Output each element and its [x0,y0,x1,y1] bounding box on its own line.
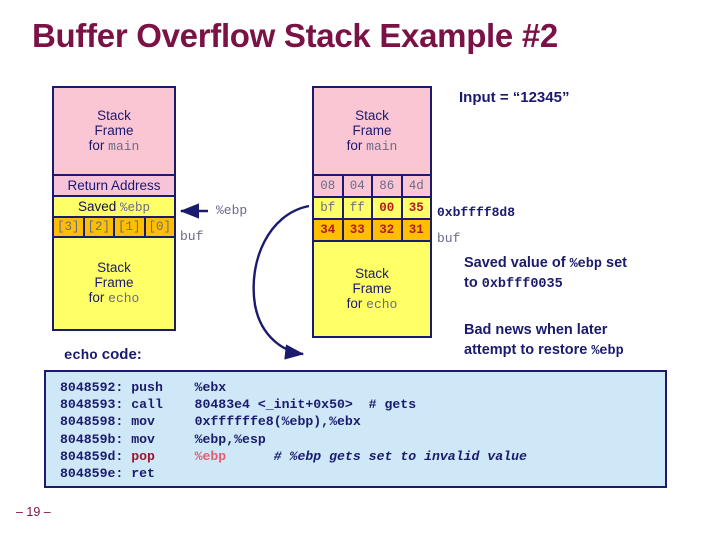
text-stack: Stack [355,265,389,281]
code-op: pop [131,448,155,464]
middle-byte-cell: ff [343,198,373,218]
middle-frame-main-label: Stack Frame for main [347,108,398,155]
left-buf-cell-3: [3] [54,218,85,236]
code-line: 804859b: mov %ebp,%esp [60,431,665,448]
left-buf-label: buf [180,229,204,244]
left-stack-diagram: Stack Frame for main Return Address Save… [52,86,176,331]
left-buf-cell-2: [2] [84,218,115,236]
middle-byte-cell: bf [314,198,344,218]
code-line: 804859e: ret [60,465,665,482]
text-stack: Stack [97,260,131,276]
code-addr: 8048592: [60,380,124,395]
text-stack: Stack [97,107,131,123]
page-title: Buffer Overflow Stack Example #2 [32,17,558,54]
code-op: call [131,397,163,413]
middle-frame-echo: Stack Frame for echo [314,242,430,336]
code-op: push [131,380,163,395]
middle-byte-row-savedebp: bf ff 00 35 [314,198,430,220]
left-ebp-pointer-label: %ebp [216,203,248,218]
middle-address-label: 0xbffff8d8 [437,205,516,220]
text-main: main [108,138,140,154]
code-op: mov [131,431,155,447]
code-line: 8048593: call 80483e4 <_init+0x50> # get… [60,396,665,413]
middle-byte-cell: 04 [343,176,373,196]
text-main: main [366,138,398,154]
text-for: for [346,137,367,153]
left-saved-ebp-row: Saved %ebp [54,197,174,218]
left-buf-row: [3] [2] [1] [0] [54,218,174,238]
middle-byte-row-buf: 34 33 32 31 [314,220,430,242]
input-annotation: Input = “12345” [459,89,570,106]
left-buf-cell-1: [1] [115,218,146,236]
code-listing: 8048592: push %ebx 8048593: call 80483e4… [44,370,667,488]
middle-byte-cell: 34 [314,220,344,240]
text-frame: Frame [352,122,392,138]
code-args: 80483e4 <_init+0x50> [194,397,353,413]
text-attempt-restore: attempt to restore [464,341,592,358]
code-args: %ebp,%esp [194,431,266,447]
text-saved-value-of: Saved value of [464,255,570,271]
text-for: for [88,137,109,153]
left-frame-echo-label: Stack Frame for echo [89,260,140,307]
overflow-curved-arrow [252,204,310,360]
middle-byte-cell: 08 [314,176,344,196]
code-args: %ebp [194,448,227,464]
text-frame: Frame [94,122,134,138]
code-args: 0xffffffe8(%ebp),%ebx [194,414,361,430]
middle-frame-main: Stack Frame for main [314,88,430,176]
left-return-address-label: Return Address [67,177,161,193]
code-line: 8048592: push %ebx [60,379,665,396]
text-for: for [346,295,367,311]
text-for: for [88,290,109,306]
code-addr: 804859b: [60,431,124,447]
code-addr: 8048593: [60,397,124,413]
middle-stack-diagram: Stack Frame for main 08 04 86 4d bf ff 0… [312,86,432,338]
middle-byte-cell: 4d [402,176,430,196]
code-op: ret [131,466,155,482]
left-frame-main: Stack Frame for main [54,88,174,176]
text-to: to [464,275,482,292]
left-return-address-row: Return Address [54,176,174,197]
middle-byte-cell: 33 [343,220,373,240]
text-echo: echo [108,291,140,307]
code-args: %ebx [194,380,227,395]
code-op: mov [131,414,155,430]
bad-news-annotation: Bad news when later attempt to restore %… [464,321,624,361]
middle-byte-cell: 35 [402,198,430,218]
code-caption: echo code: [64,346,142,364]
text-echo: echo [366,296,398,312]
text-ebp: %ebp [591,343,624,359]
text-stack: Stack [355,107,389,123]
code-addr: 804859e: [60,466,124,482]
page-number: – 19 – [16,505,51,519]
code-comment: # gets [368,397,417,413]
text-bad-news: Bad news when later [464,322,608,338]
code-line: 8048598: mov 0xffffffe8(%ebp),%ebx [60,413,665,430]
text-frame: Frame [94,275,134,291]
text-echo: echo [64,348,98,364]
text-ebp: %ebp [120,200,151,215]
text-set: set [601,255,627,271]
left-buf-cell-0: [0] [145,218,174,236]
code-addr: 8048598: [60,414,124,430]
middle-byte-cell: 00 [373,198,403,218]
middle-buf-label: buf [437,231,461,246]
text-address: 0xbfff0035 [481,277,563,293]
text-ebp: %ebp [569,257,602,272]
left-saved-ebp-label: Saved %ebp [78,199,150,215]
code-comment: # %ebp gets set to invalid value [273,448,527,464]
code-line-highlighted: 804859d: pop %ebp # %ebp gets set to inv… [60,448,665,465]
middle-byte-cell: 31 [402,220,430,240]
middle-byte-cell: 86 [373,176,403,196]
text-frame: Frame [352,280,392,296]
code-addr: 804859d: [60,448,124,464]
middle-byte-cell: 32 [373,220,403,240]
left-frame-echo: Stack Frame for echo [54,238,174,329]
middle-byte-row-retaddr: 08 04 86 4d [314,176,430,198]
middle-frame-echo-label: Stack Frame for echo [347,266,398,313]
text-saved: Saved [77,198,120,214]
text-code: code: [97,346,142,363]
saved-value-annotation: Saved value of %ebp set to 0xbfff0035 [464,254,627,294]
left-frame-main-label: Stack Frame for main [89,108,140,155]
